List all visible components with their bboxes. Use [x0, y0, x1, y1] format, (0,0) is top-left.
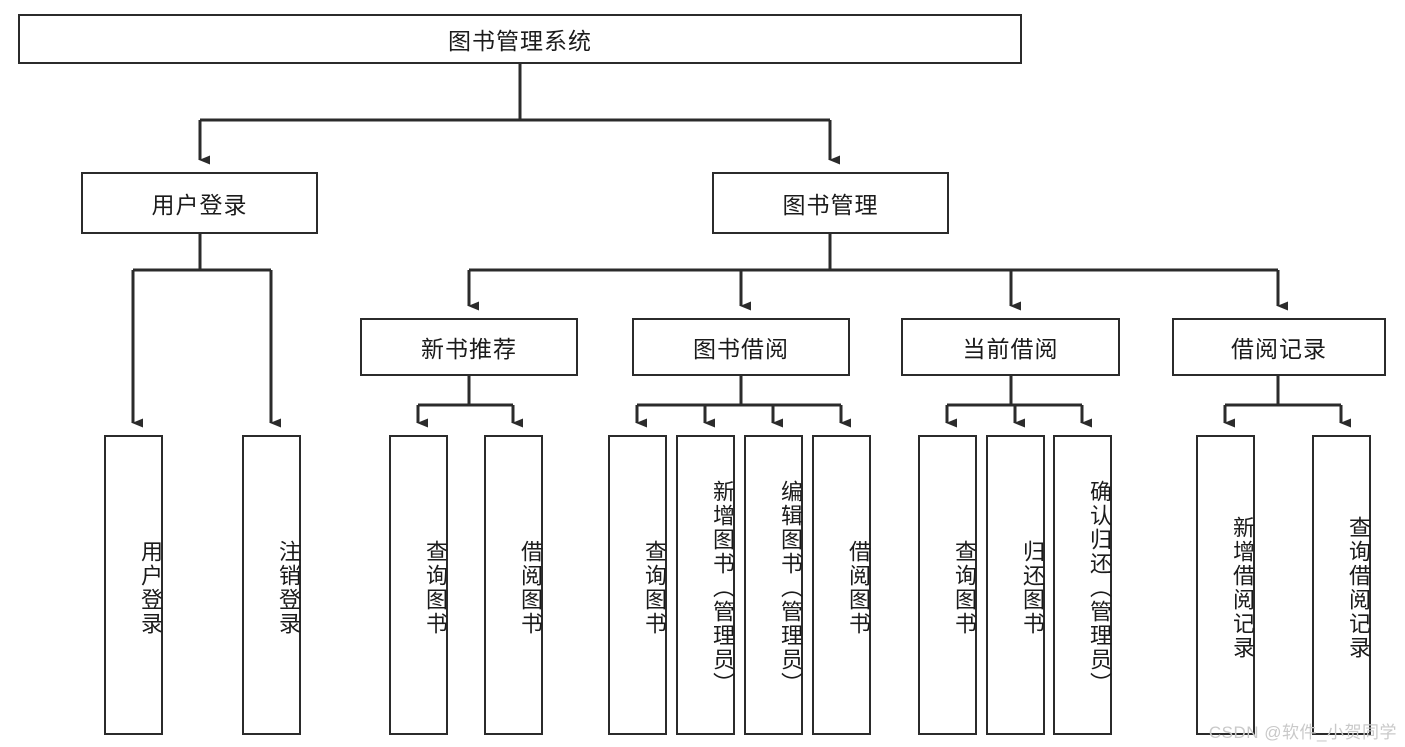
leaf-query-book-borrow-label: 查询图书: [642, 540, 667, 636]
leaf-confirm-return-admin-label: 确认归还（管理员）: [1087, 480, 1112, 696]
leaf-query-book-current[interactable]: 查询图书: [918, 435, 977, 735]
node-borrow-record[interactable]: 借阅记录: [1172, 318, 1386, 376]
node-current-borrow[interactable]: 当前借阅: [901, 318, 1120, 376]
leaf-user-login-label: 用户登录: [138, 540, 163, 636]
leaf-borrow-book-recommend-label: 借阅图书: [518, 540, 543, 636]
leaf-return-book[interactable]: 归还图书: [986, 435, 1045, 735]
leaf-add-book-admin[interactable]: 新增图书（管理员）: [676, 435, 735, 735]
node-book-borrow[interactable]: 图书借阅: [632, 318, 850, 376]
node-current-borrow-label: 当前借阅: [962, 336, 1059, 362]
node-root[interactable]: 图书管理系统: [18, 14, 1022, 64]
leaf-edit-book-admin-label: 编辑图书（管理员）: [778, 480, 803, 696]
leaf-logout[interactable]: 注销登录: [242, 435, 301, 735]
watermark: CSDN @软件_小贺同学: [1208, 723, 1397, 742]
leaf-query-book-recommend[interactable]: 查询图书: [389, 435, 448, 735]
node-book-management[interactable]: 图书管理: [712, 172, 949, 234]
leaf-logout-label: 注销登录: [276, 540, 301, 636]
node-root-label: 图书管理系统: [448, 28, 592, 54]
leaf-borrow-book-label: 借阅图书: [846, 540, 871, 636]
leaf-add-borrow-record[interactable]: 新增借阅记录: [1196, 435, 1255, 735]
node-book-borrow-label: 图书借阅: [693, 336, 789, 362]
node-user-login-label: 用户登录: [151, 192, 248, 218]
leaf-edit-book-admin[interactable]: 编辑图书（管理员）: [744, 435, 803, 735]
leaf-return-book-label: 归还图书: [1020, 540, 1045, 636]
node-new-book-recommend-label: 新书推荐: [421, 336, 517, 362]
leaf-borrow-book[interactable]: 借阅图书: [812, 435, 871, 735]
leaf-query-borrow-record[interactable]: 查询借阅记录: [1312, 435, 1371, 735]
leaf-add-book-admin-label: 新增图书（管理员）: [710, 480, 735, 696]
leaf-query-borrow-record-label: 查询借阅记录: [1346, 516, 1371, 660]
leaf-add-borrow-record-label: 新增借阅记录: [1230, 516, 1255, 660]
node-book-management-label: 图书管理: [782, 192, 879, 218]
leaf-query-book-current-label: 查询图书: [952, 540, 977, 636]
node-new-book-recommend[interactable]: 新书推荐: [360, 318, 578, 376]
leaf-query-book-recommend-label: 查询图书: [423, 540, 448, 636]
node-borrow-record-label: 借阅记录: [1231, 336, 1327, 362]
leaf-query-book-borrow[interactable]: 查询图书: [608, 435, 667, 735]
leaf-confirm-return-admin[interactable]: 确认归还（管理员）: [1053, 435, 1112, 735]
leaf-user-login[interactable]: 用户登录: [104, 435, 163, 735]
node-user-login[interactable]: 用户登录: [81, 172, 318, 234]
leaf-borrow-book-recommend[interactable]: 借阅图书: [484, 435, 543, 735]
